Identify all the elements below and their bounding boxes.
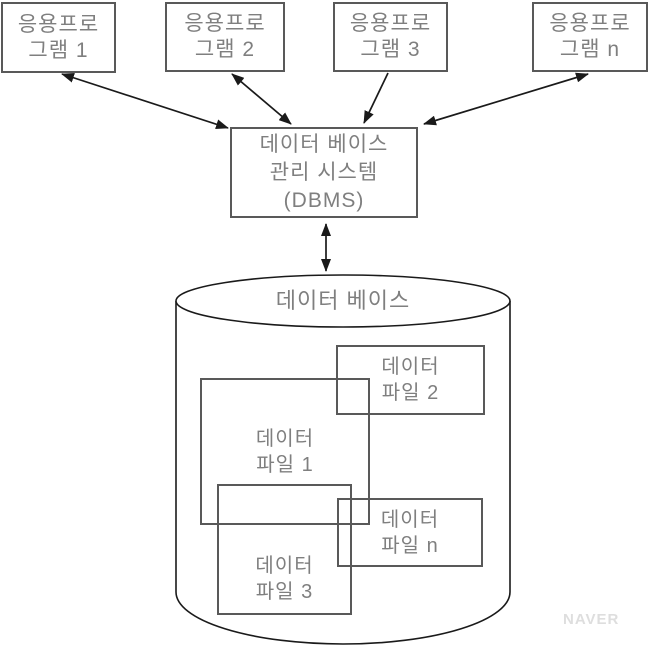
arrow-app2-dbms [231,73,292,125]
application-n-label: 응용프로 그램 n [549,12,631,61]
data-file-2-box: 데이터 파일 2 [336,345,485,415]
application-3-label: 응용프로 그램 3 [349,12,432,61]
application-n-box: 응용프로 그램 n [532,2,648,72]
dbms-label: 데이터 베이스 관리 시스템 (DBMS) [259,132,389,212]
application-1-label: 응용프로 그램 1 [17,12,100,62]
application-2-label: 응용프로 그램 2 [184,12,266,61]
data-file-n-label: 데이터 파일 n [380,508,440,557]
naver-watermark: NAVER [563,611,620,628]
database-label: 데이터 베이스 [275,288,411,313]
data-file-1-box: 데이터 파일 1 [200,378,370,525]
database-cylinder-body [175,301,511,645]
data-file-n-box: 데이터 파일 n [337,498,483,567]
database-cylinder-top [175,274,511,328]
data-file-1-label: 데이터 파일 1 [255,427,315,476]
data-file-3-box: 데이터 파일 3 [217,484,352,615]
application-1-box: 응용프로 그램 1 [1,2,116,73]
data-file-2-label: 데이터 파일 2 [381,356,440,404]
dbms-box: 데이터 베이스 관리 시스템 (DBMS) [230,127,418,218]
data-file-3-label: 데이터 파일 3 [255,555,314,603]
arrow-app1-dbms [61,72,229,130]
arrow-app3-dbms [363,72,389,124]
application-3-box: 응용프로 그램 3 [333,2,448,72]
application-2-box: 응용프로 그램 2 [165,2,285,72]
arrow-appn-dbms [423,72,589,126]
